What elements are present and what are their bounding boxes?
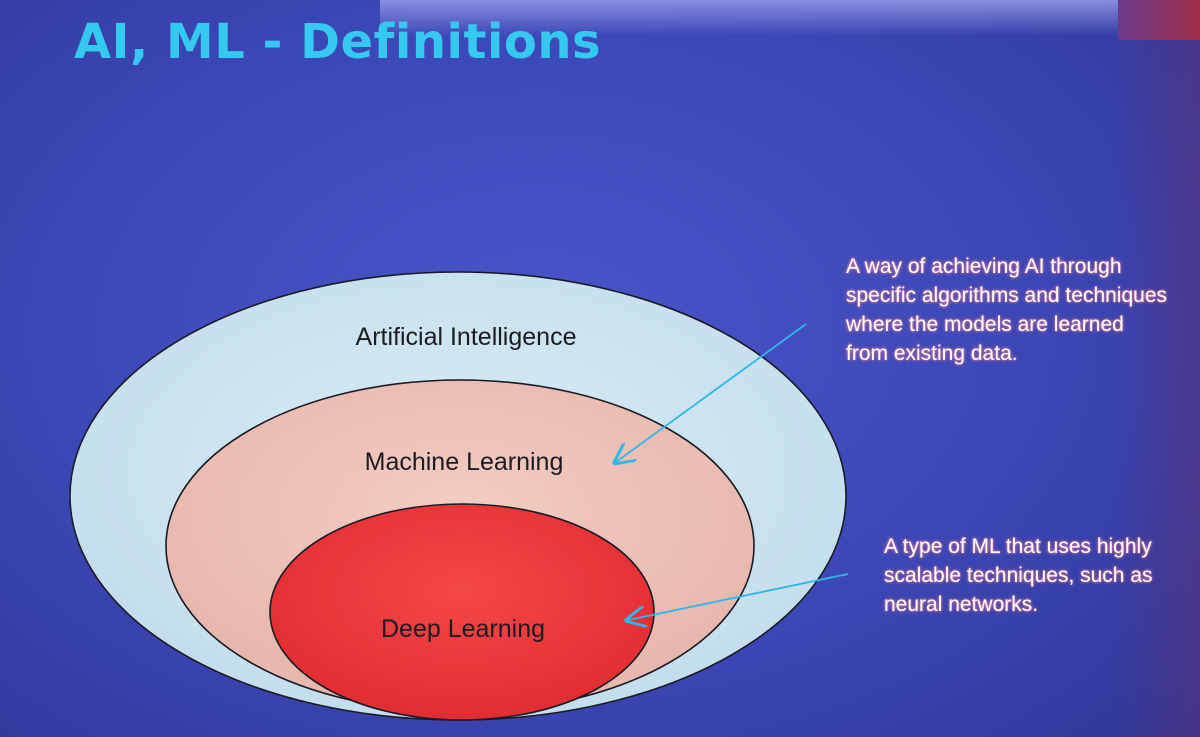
annotation-line: where the models are learned bbox=[846, 313, 1124, 336]
annotation-line: A type of ML that uses highly bbox=[884, 535, 1152, 558]
slide-title: AI, ML - Definitions bbox=[74, 14, 602, 70]
label-artificial-intelligence: Artificial Intelligence bbox=[356, 323, 577, 351]
label-machine-learning: Machine Learning bbox=[365, 448, 564, 476]
arrow-to-deep-learning bbox=[628, 573, 849, 620]
annotation-line: A way of achieving AI through bbox=[846, 255, 1122, 278]
annotation-line: neural networks. bbox=[884, 593, 1039, 616]
annotation-line: specific algorithms and techniques bbox=[846, 284, 1168, 307]
corner-glare bbox=[1118, 0, 1200, 40]
projector-glare bbox=[380, 0, 1140, 36]
annotation-line: from existing data. bbox=[846, 342, 1018, 365]
annotation-machine-learning: A way of achieving AI through specific a… bbox=[846, 252, 1167, 368]
annotation-deep-learning: A type of ML that uses highly scalable t… bbox=[884, 532, 1153, 619]
arrow-to-machine-learning bbox=[616, 323, 807, 462]
label-deep-learning: Deep Learning bbox=[381, 615, 545, 643]
ring-deep-learning bbox=[269, 503, 655, 721]
annotation-line: scalable techniques, such as bbox=[884, 564, 1153, 587]
right-edge-shadow bbox=[1110, 0, 1200, 737]
